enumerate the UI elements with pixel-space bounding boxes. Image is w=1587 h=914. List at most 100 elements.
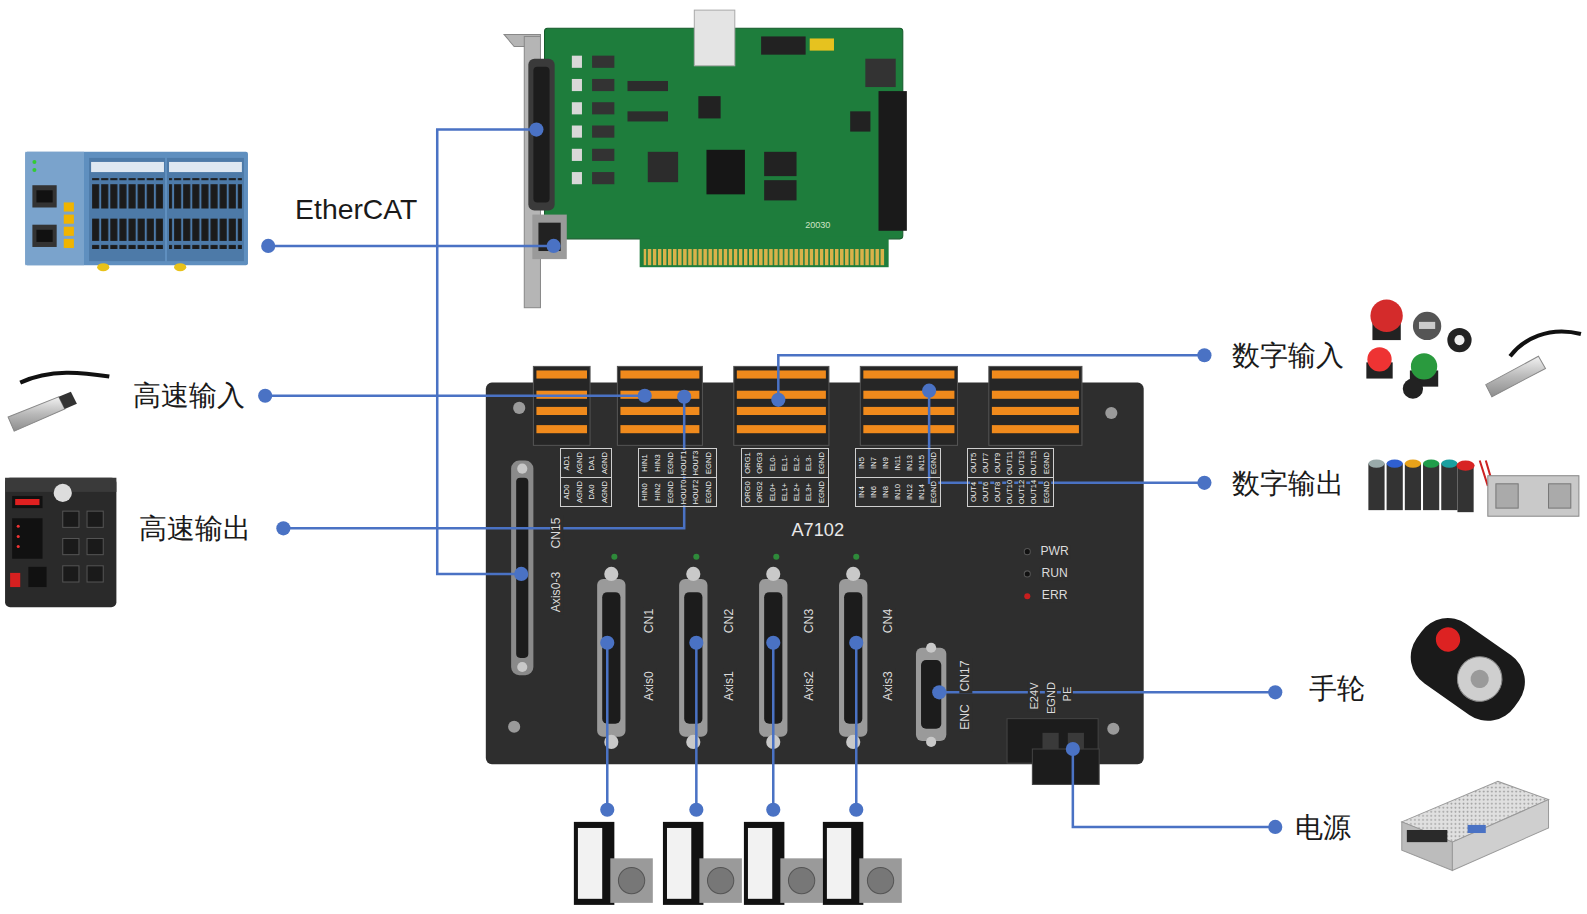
pin-label: OUT7 (982, 452, 990, 474)
pin-cell: EGND (816, 449, 828, 477)
silkscreen-label: CN15 (550, 516, 563, 551)
pin-cell: OUT15 (1028, 449, 1040, 477)
pin-cell: EGND (1040, 449, 1052, 477)
ethercat-io-module (25, 152, 248, 271)
pin-cell: EL2+ (791, 478, 803, 506)
pin-label: HIN3 (654, 453, 662, 472)
terminal-pin-panel: AD1AGNDDA1AGNDAD0AGNDDA0AGND (560, 448, 613, 507)
pin-label: OUT13 (1018, 450, 1026, 476)
pin-cell: IN4 (856, 478, 868, 506)
pin-label: EGND (705, 480, 713, 504)
pin-label: EL0- (769, 454, 777, 472)
pin-cell: ORG2 (754, 478, 766, 506)
pin-label: IN11 (894, 454, 902, 471)
pin-label: OUT6 (982, 481, 990, 503)
pin-label: OUT10 (1006, 479, 1014, 505)
silkscreen-label: CN17 (959, 659, 972, 694)
pin-label: EL0+ (769, 482, 777, 502)
leader-dot (258, 122, 1282, 834)
pin-label: EGND (930, 480, 938, 504)
pin-label: IN13 (906, 454, 914, 472)
db-connector (511, 461, 533, 676)
silkscreen-label: CN2 (723, 607, 736, 635)
pin-label: IN5 (858, 456, 866, 470)
pin-label: EGND (1043, 480, 1051, 504)
silkscreen-label: Axis0-3 (550, 570, 563, 614)
pin-cell: EGND (816, 478, 828, 506)
pin-cell: EGND (928, 478, 940, 506)
pin-cell: IN14 (916, 478, 928, 506)
pin-cell: AD1 (561, 449, 574, 477)
servo-drive-motor (574, 822, 902, 905)
silkscreen-label: Axis3 (882, 669, 895, 703)
pin-cell: IN5 (856, 449, 868, 477)
pin-label: OUT8 (994, 481, 1002, 503)
pin-cell: OUT6 (980, 478, 992, 506)
pin-cell: AGND (599, 478, 612, 506)
silkscreen-label: Axis2 (803, 669, 816, 703)
silkscreen-label: PE (1061, 685, 1073, 704)
pin-cell: EL0+ (766, 478, 778, 506)
pcb-marking: 20030 (805, 220, 830, 230)
pin-label: EL1+ (781, 482, 789, 502)
pin-cell: IN8 (880, 478, 892, 506)
push-buttons (1366, 300, 1471, 399)
pin-label: AD0 (563, 484, 571, 501)
pin-label: EL3+ (806, 482, 814, 502)
silkscreen-label: RUN (1039, 567, 1069, 580)
pin-label: OUT5 (970, 452, 978, 474)
pin-cell: IN10 (892, 478, 904, 506)
pin-label: IN4 (858, 485, 866, 499)
pin-cell: EGND (664, 478, 677, 506)
silkscreen-label: PWR (1038, 545, 1070, 558)
pin-label: OUT4 (970, 481, 978, 503)
pin-cell: EGND (928, 449, 940, 477)
pin-label: OUT11 (1006, 450, 1014, 476)
pin-label: HOUT1 (680, 450, 687, 476)
pin-cell: HOUT2 (690, 478, 703, 506)
pin-label: IN14 (918, 483, 926, 501)
pin-label: OUT9 (994, 452, 1002, 474)
pin-label: ORG2 (756, 480, 764, 503)
pin-label: EL2- (793, 454, 801, 472)
callout-label: 数字输入 (1232, 341, 1344, 372)
pin-label: EGND (705, 451, 713, 475)
silkscreen-label: CN3 (803, 607, 816, 635)
pin-cell: EL3+ (803, 478, 815, 506)
pin-cell: EGND (1040, 478, 1052, 506)
pin-cell: HIN3 (651, 449, 664, 477)
pin-label: EGND (818, 480, 826, 504)
pcie-motion-card (504, 10, 907, 308)
silkscreen-label: ERR (1040, 589, 1070, 602)
pin-cell: EL1- (779, 449, 791, 477)
pin-cell: EL0- (766, 449, 778, 477)
pin-cell: EL1+ (779, 478, 791, 506)
pin-label: IN8 (882, 485, 890, 499)
pin-cell: AGND (573, 478, 586, 506)
pin-cell: OUT12 (1016, 478, 1028, 506)
pin-label: EGND (667, 451, 675, 475)
pin-label: HOUT2 (693, 479, 700, 505)
pin-cell: EGND (664, 449, 677, 477)
pin-label: EGND (818, 451, 826, 475)
pin-cell: HIN0 (639, 478, 652, 506)
pin-label: OUT14 (1031, 479, 1039, 505)
silkscreen-label: CN1 (643, 607, 656, 635)
pin-label: IN9 (882, 456, 890, 470)
pin-label: EGND (667, 480, 675, 504)
pin-cell: IN13 (904, 449, 916, 477)
pin-cell: HIN1 (639, 449, 652, 477)
pin-label: EL2+ (793, 482, 801, 502)
silkscreen-label: CN4 (882, 607, 895, 635)
terminal-pin-panel: OUT5 OUT7 OUT9 OUT11 OUT13OUT15EGND OUT4 OUT6 O… (967, 448, 1054, 507)
pin-cell: EL2- (791, 449, 803, 477)
silkscreen-label: ENC (959, 702, 972, 732)
silkscreen-label: Axis0 (643, 669, 656, 703)
pin-label: ORG3 (756, 451, 764, 474)
pin-cell: HIN2 (651, 478, 664, 506)
callout-label: 高速输入 (133, 380, 245, 411)
pin-cell: IN7 (868, 449, 880, 477)
pin-label: EGND (930, 451, 938, 475)
callout-label: 数字输出 (1232, 468, 1344, 499)
